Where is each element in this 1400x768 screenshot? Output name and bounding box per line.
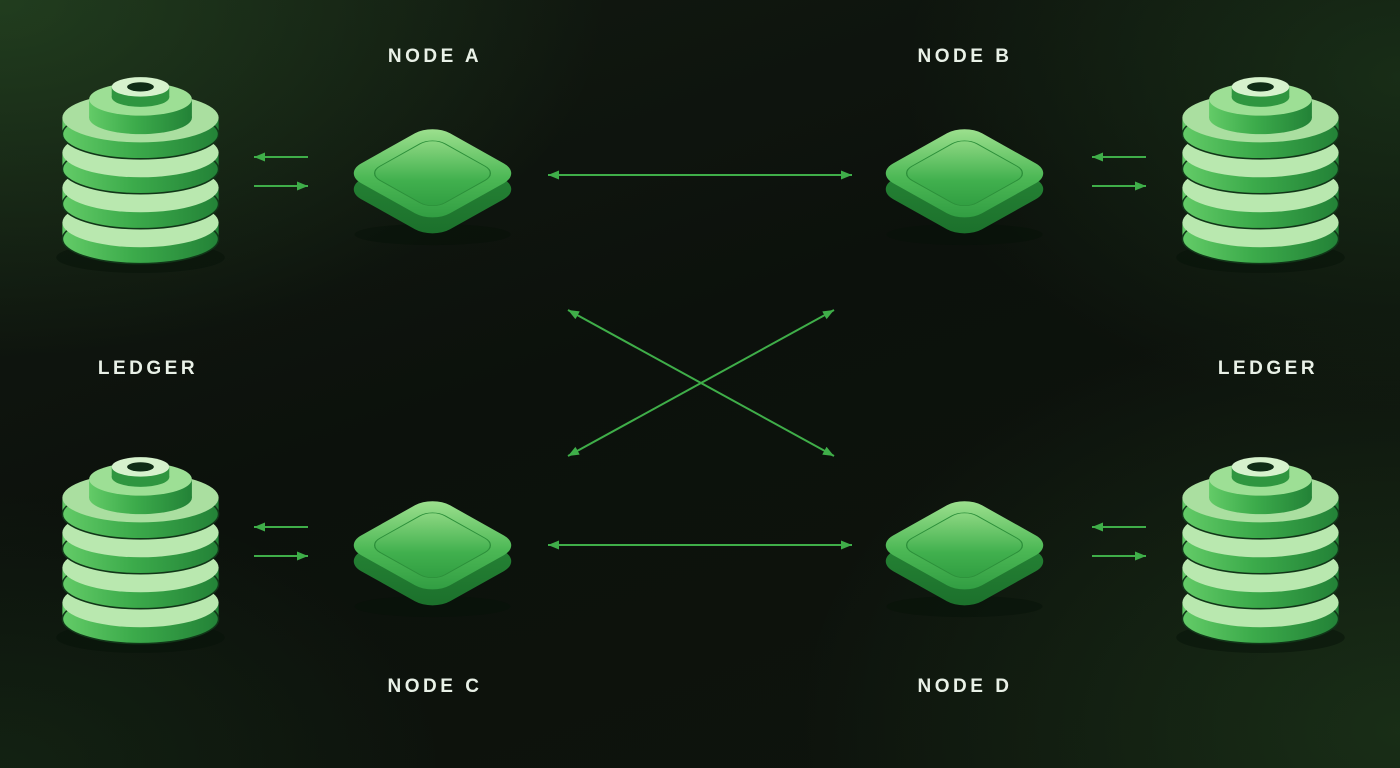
node-c-tile [335,485,530,618]
node-b-tile [867,113,1062,246]
arrow-node-a-node-d [567,309,835,457]
ledger-left-label: LEDGER [97,358,199,379]
node-d-label: NODE D [917,676,1013,697]
node-a-label: NODE A [387,46,483,67]
ledger-database-bottom-left [48,438,233,654]
arrow-node-c-node-b [567,309,835,457]
ledger-right-label: LEDGER [1217,358,1319,379]
node-a-tile [335,113,530,246]
ledger-database-top-left [48,58,233,274]
ledger-database-bottom-right [1168,438,1353,654]
node-b-label: NODE B [917,46,1013,67]
node-c-label: NODE C [387,676,483,697]
ledger-database-top-right [1168,58,1353,274]
node-d-tile [867,485,1062,618]
